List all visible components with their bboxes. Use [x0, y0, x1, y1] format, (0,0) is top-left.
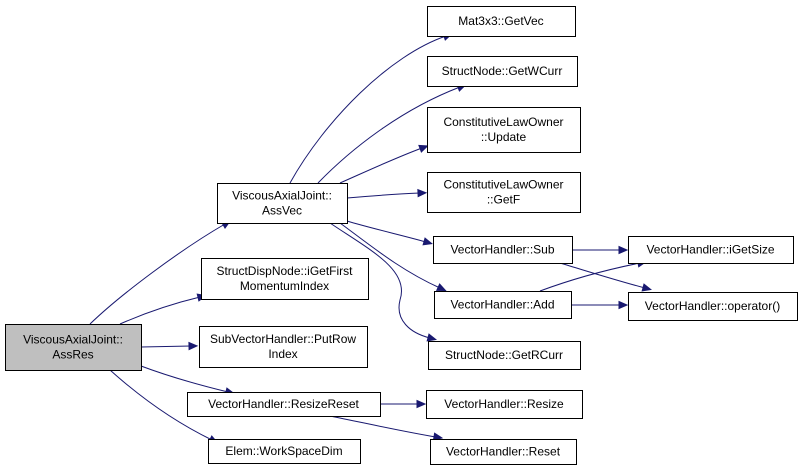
node-box: [187, 392, 381, 417]
node-box: [199, 326, 368, 368]
edge-line: [559, 262, 646, 289]
edge-resizereset-to-reset: [329, 415, 444, 441]
edge-assvec-to-add: [339, 222, 447, 291]
node-label-line: ::GetF: [487, 193, 520, 207]
node-igetsize[interactable]: VectorHandler::iGetSize: [628, 236, 794, 264]
node-box: [5, 324, 142, 371]
edge-line: [109, 369, 213, 441]
edge-arrowhead: [418, 144, 429, 153]
edge-line: [339, 147, 423, 184]
edge-arrowhead: [618, 245, 629, 255]
node-resize[interactable]: VectorHandler::Resize: [426, 390, 583, 419]
node-label-line: VectorHandler::Resize: [444, 397, 564, 411]
node-box: [427, 107, 581, 153]
edge-line: [539, 262, 641, 292]
node-workspacedim[interactable]: Elem::WorkSpaceDim: [208, 439, 361, 464]
node-box: [430, 439, 577, 465]
node-label-line: VectorHandler::Add: [450, 298, 554, 312]
node-label-line: ViscousAxialJoint::: [23, 333, 123, 347]
node-label-line: Elem::WorkSpaceDim: [225, 444, 342, 458]
node-label-line: ConstitutiveLawOwner: [443, 178, 563, 192]
node-update[interactable]: ConstitutiveLawOwner::Update: [427, 107, 581, 153]
edge-root-to-resizereset: [140, 365, 236, 396]
edge-add-to-operator: [571, 300, 629, 310]
edge-line: [339, 222, 441, 289]
node-label-line: VectorHandler::ResizeReset: [208, 397, 359, 411]
node-label-line: VectorHandler::operator(): [645, 299, 780, 313]
edge-root-to-putrow: [140, 341, 199, 351]
edge-arrowhead: [416, 399, 427, 409]
edge-resizereset-to-resize: [380, 399, 427, 409]
node-label-line: StructNode::GetWCurr: [442, 64, 563, 78]
edge-line: [289, 35, 447, 184]
node-box: [427, 6, 576, 37]
edge-line: [317, 86, 461, 184]
node-assvec[interactable]: ViscousAxialJoint::AssVec: [217, 183, 348, 224]
edge-line: [119, 296, 201, 325]
node-label-line: ConstitutiveLawOwner: [443, 115, 563, 129]
node-box: [208, 439, 361, 464]
edge-line: [329, 415, 437, 438]
edge-arrowhead: [422, 237, 433, 246]
edge-sub-to-operator: [559, 262, 653, 292]
node-box: [428, 341, 581, 370]
node-box: [426, 390, 583, 419]
node-label-line: AssRes: [52, 348, 93, 362]
node-getvec[interactable]: Mat3x3::GetVec: [427, 6, 576, 37]
node-getrcurr[interactable]: StructNode::GetRCurr: [428, 341, 581, 370]
edge-arrowhead: [618, 300, 629, 310]
edge-line: [140, 345, 192, 348]
edge-arrowhead: [417, 188, 428, 198]
node-operator[interactable]: VectorHandler::operator(): [628, 292, 798, 321]
edge-line: [329, 222, 431, 339]
node-label-line: SubVectorHandler::PutRow: [210, 332, 356, 346]
edge-assvec-to-getrcurr: [329, 222, 438, 342]
node-root: ViscousAxialJoint::AssRes: [5, 324, 142, 371]
nodes-layer: ViscousAxialJoint::AssResViscousAxialJoi…: [5, 6, 798, 465]
node-label-line: VectorHandler::iGetSize: [646, 243, 774, 257]
node-sub[interactable]: VectorHandler::Sub: [433, 236, 573, 264]
node-label-line: VectorHandler::Reset: [446, 445, 561, 459]
edge-assvec-to-update: [339, 144, 429, 184]
node-getwcurr[interactable]: StructNode::GetWCurr: [427, 56, 578, 87]
edge-line: [89, 223, 226, 325]
node-box: [217, 183, 348, 224]
edge-sub-to-igetsize: [572, 245, 629, 255]
edge-line: [140, 365, 229, 393]
node-box: [201, 258, 369, 300]
node-box: [628, 236, 794, 264]
edge-assvec-to-sub: [346, 220, 433, 246]
edge-line: [346, 220, 427, 243]
edge-add-to-igetsize: [539, 259, 648, 292]
node-label-line: StructNode::GetRCurr: [445, 348, 563, 362]
node-box: [427, 172, 581, 213]
node-box: [628, 292, 798, 321]
edge-line: [346, 192, 421, 199]
edge-root-to-igetfirst: [119, 293, 208, 325]
node-box: [427, 56, 578, 87]
node-add[interactable]: VectorHandler::Add: [434, 291, 572, 319]
edge-arrowhead: [188, 341, 199, 351]
node-label-line: AssVec: [262, 204, 302, 218]
node-label-line: ViscousAxialJoint::: [232, 189, 332, 203]
node-label-line: MomentumIndex: [240, 279, 329, 293]
node-box: [434, 291, 572, 319]
node-label-line: StructDispNode::iGetFirst: [216, 264, 353, 278]
node-reset[interactable]: VectorHandler::Reset: [430, 439, 577, 465]
edge-assvec-to-getf: [346, 188, 428, 199]
node-getf[interactable]: ConstitutiveLawOwner::GetF: [427, 172, 581, 213]
node-label-line: VectorHandler::Sub: [450, 243, 554, 257]
node-label-line: ::Update: [481, 130, 527, 144]
edge-arrowhead: [641, 283, 653, 292]
edge-arrowhead: [426, 333, 438, 342]
node-box: [433, 236, 573, 264]
node-label-line: Mat3x3::GetVec: [458, 14, 543, 28]
edge-arrowhead: [435, 283, 447, 291]
node-label-line: Index: [268, 347, 297, 361]
node-resizereset[interactable]: VectorHandler::ResizeReset: [187, 392, 381, 417]
